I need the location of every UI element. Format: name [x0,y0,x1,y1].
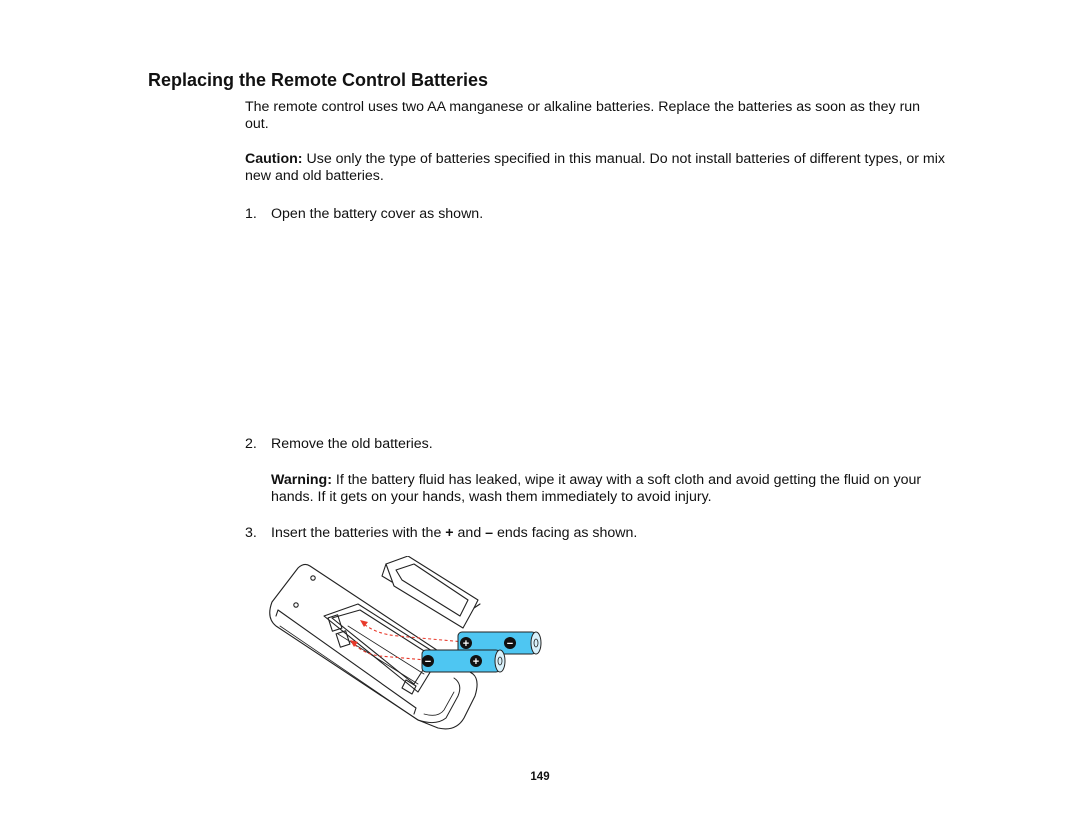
intro-paragraph: The remote control uses two AA manganese… [245,99,921,132]
plus-symbol: + [445,525,454,541]
caution-note: Caution: Use only the type of batteries … [245,151,945,185]
step-text-before: Insert the batteries with the [271,525,446,541]
caution-text: Use only the type of batteries specified… [245,151,945,184]
svg-text:−: − [425,656,431,668]
step-number: 1. [245,206,257,222]
step-2: 2. Remove the old batteries. [245,436,433,453]
caution-label: Caution: [245,151,303,167]
step-number: 2. [245,436,257,452]
section-heading: Replacing the Remote Control Batteries [148,70,489,90]
arrow-heads [350,620,368,647]
step-text: Open the battery cover as shown. [271,206,484,222]
battery-cover [381,556,481,629]
aa-battery-upper: + − [457,631,542,655]
minus-symbol: – [485,525,494,541]
warning-note: Warning: If the battery fluid has leaked… [271,472,941,506]
step-number: 3. [245,525,257,541]
svg-text:+: + [473,656,479,668]
svg-text:−: − [507,638,513,650]
page-number: 149 [530,771,550,783]
insertion-arrows [353,623,465,661]
step-text-after: ends facing as shown. [493,525,638,541]
aa-battery-lower: − + [421,649,506,673]
battery-insertion-illustration: + − − + [269,556,542,730]
step-3: 3.Insert the batteries with the + and – … [245,525,637,542]
step-1: 1. Open the battery cover as shown. [245,206,483,223]
step-text-mid: and [453,525,486,541]
warning-text: If the battery fluid has leaked, wipe it… [271,472,922,505]
svg-text:+: + [463,638,469,650]
step-text: Remove the old batteries. [271,436,433,452]
warning-label: Warning: [271,472,332,488]
